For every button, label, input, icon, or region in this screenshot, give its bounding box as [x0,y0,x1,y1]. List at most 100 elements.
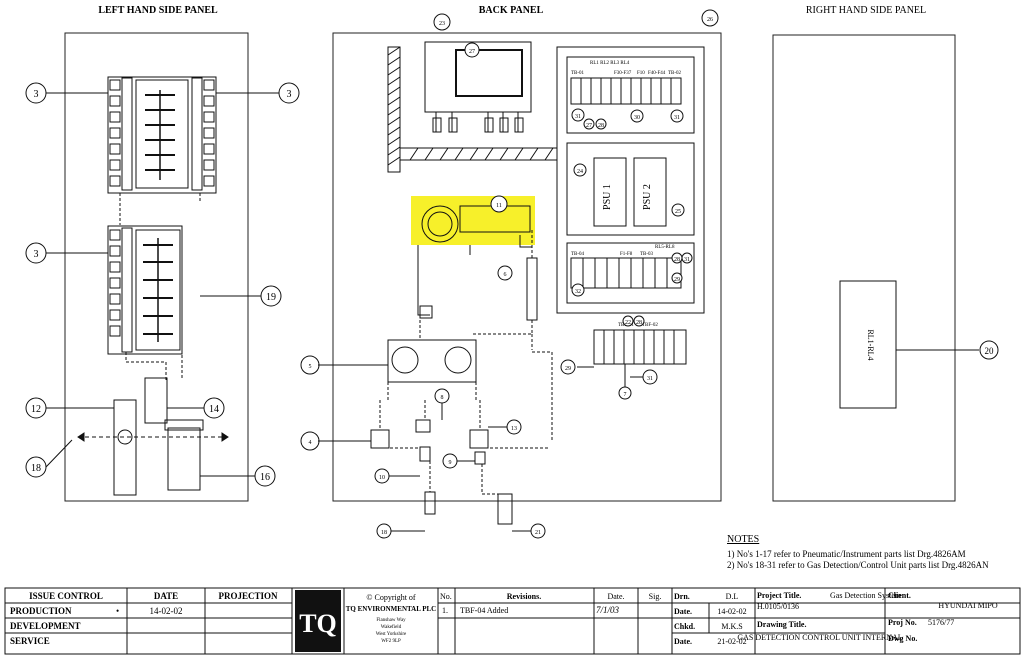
callout-19: 19 [266,292,276,303]
back-callout-labels: 23 26 27 11 6 5 8 4 13 10 9 18 21 31 27 … [309,17,714,536]
lbl-tb03: TB-03 [640,252,654,257]
dwg-no-label: Dwg No. [888,634,917,643]
upper-manifold [107,76,217,194]
addr2: Wakefield [381,625,402,630]
service-label: SERVICE [10,636,50,646]
left-panel-title: LEFT HAND SIDE PANEL [98,5,218,16]
callout-27b: 27 [586,123,592,129]
title-block-grid [4,587,1021,655]
production-date: 14-02-02 [150,606,183,616]
callout-14: 14 [209,404,219,415]
copyright: © Copyright of [366,593,416,602]
notes-line2: 2) No's 18-31 refer to Gas Detection/Con… [727,560,989,570]
company: TQ ENVIRONMENTAL PLC [346,605,437,613]
lbl-f1: F1-F8 [620,252,633,257]
callout-4: 4 [309,440,312,446]
lbl-rl5: RL5-RL8 [655,245,675,250]
filter-regulator-assembly [77,352,229,496]
chkd-value: M.K.S [721,622,742,631]
title-block-text: ISSUE CONTROL DATE PROJECTION PRODUCTION… [10,591,998,646]
psu2-label: PSU 2 [642,184,653,210]
lbl-tb04: TB-04 [571,252,585,257]
callout-3b: 3 [287,89,292,100]
lbl-f10: F10 [637,71,645,76]
callout-31b: 31 [674,115,680,121]
callout-6: 6 [504,272,507,278]
lower-manifold [107,193,201,355]
callout-20: 20 [985,346,995,356]
left-callouts [25,82,300,487]
drn-label: Drn. [674,592,690,601]
rev-text: TBF-04 Added [460,606,508,615]
callout-21: 21 [535,530,541,536]
callout-7: 7 [624,392,627,398]
notes-heading: NOTES [727,534,759,545]
callout-24: 24 [577,169,583,175]
callout-8: 8 [441,395,444,401]
project-ref: H.0105/0136 [757,602,799,611]
addr4: WF2 9LP [381,639,401,644]
callout-10: 10 [379,475,385,481]
tq-logo: TQ [299,609,337,638]
callout-25: 25 [675,209,681,215]
callout-30: 30 [634,115,640,121]
callout-18: 18 [31,463,41,474]
callout-22: 22 [625,320,631,326]
callout-3a: 3 [34,89,39,100]
back-panel-title: BACK PANEL [479,5,544,16]
callout-11: 11 [496,203,502,209]
back-small-labels: TB-01 RL1 RL2 RL3 RL4 F30-F37 F10 F40-F4… [571,61,682,328]
callout-28c: 28 [636,320,642,326]
callout-13: 13 [511,426,517,432]
left-panel-outline [64,32,249,502]
callout-16: 16 [260,472,270,483]
project-title-value: Gas Detection System [830,591,902,600]
back-panel-outline [332,32,722,502]
relay-box-label: RL1-RL4 [866,329,875,360]
callout-12: 12 [31,404,41,415]
projection-header: PROJECTION [218,591,278,601]
callout-29b: 29 [565,366,571,372]
lbl-tbf2: TBF-02 [642,323,658,328]
callout-23: 23 [439,21,445,27]
callout-29a: 29 [674,277,680,283]
callout-31a: 31 [575,114,581,120]
tq-logo-bg [295,590,341,652]
date-value: 14-02-02 [717,607,746,616]
date-label: Date. [674,607,692,616]
lbl-tb01: TB-01 [571,71,585,76]
lbl-rl: RL1 RL2 RL3 RL4 [590,61,630,66]
client-value: HYUNDAI MIPO [938,601,998,610]
callout-27: 27 [469,49,475,55]
highlight-detector [411,196,535,245]
revisions-header: Revisions. [507,592,541,601]
chkd-label: Chkd. [674,622,695,631]
drn-value: D.L [726,592,739,601]
date2-header: Date. [607,592,624,601]
lbl-f30: F30-F37 [614,71,632,76]
rev-no: 1. [442,606,448,615]
client-label: Client. [888,591,911,600]
callout-31d: 31 [647,376,653,382]
back-panel-structure [370,41,705,525]
proj-no-label: Proj No. [888,618,917,627]
callout-18b: 18 [381,530,387,536]
psu1-label: PSU 1 [602,184,613,210]
lbl-tb02: TB-02 [668,71,682,76]
addr3: West Yorkshire [376,632,407,637]
production-label: PRODUCTION [10,606,72,616]
lbl-f40: F40-F44 [648,71,666,76]
callout-32: 32 [575,289,581,295]
no-header: No. [440,592,452,601]
drawing-title-value: GAS DETECTION CONTROL UNIT INTERNAL [737,633,902,642]
date-header: DATE [154,591,178,601]
callout-5: 5 [309,364,312,370]
sig-header: Sig. [649,592,662,601]
proj-no-value: 5176/77 [928,618,954,627]
right-panel-outline [772,34,956,502]
date-label-2: Date. [674,637,692,646]
callout-28b: 28 [674,257,680,263]
production-mark: • [116,606,119,616]
back-callouts [300,9,999,539]
